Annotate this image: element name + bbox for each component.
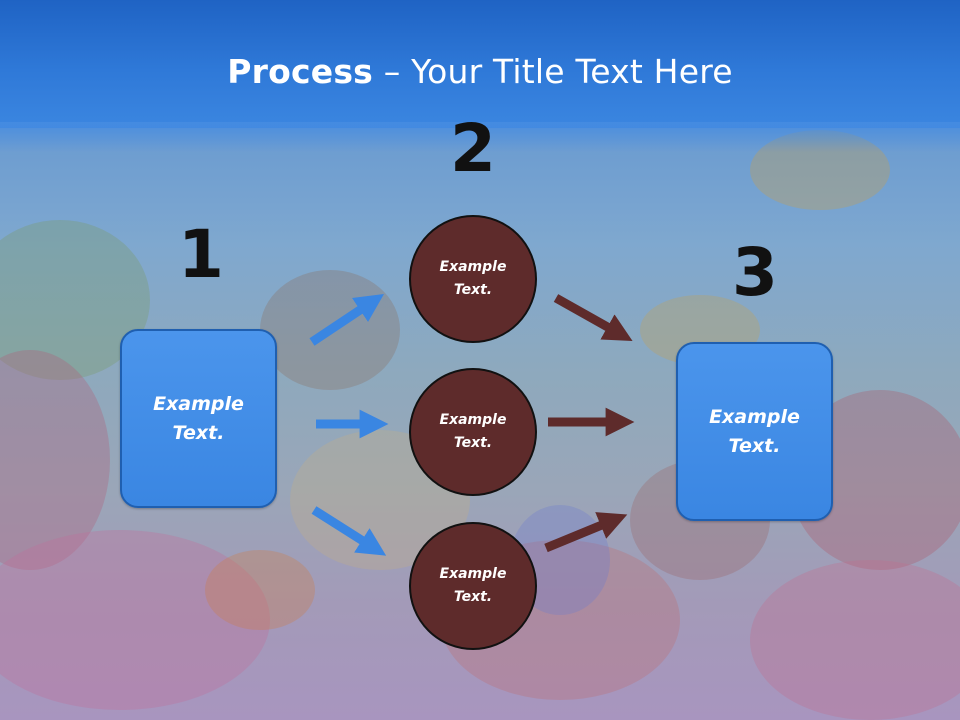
title-bar-fade <box>0 122 960 152</box>
circle-bottom-text-line2: Text. <box>453 589 493 605</box>
title-bar <box>0 0 960 128</box>
slide-title: Process – Your Title Text Here <box>0 52 960 91</box>
circle-top-text: Example Text. <box>440 256 507 302</box>
step-3-text-line1: Example <box>709 405 800 428</box>
step-2-circle-top[interactable]: Example Text. <box>409 215 537 343</box>
slide-title-bold: Process <box>227 52 374 91</box>
circle-bottom-text-line1: Example <box>439 566 507 582</box>
circle-bottom-text: Example Text. <box>440 563 507 609</box>
step-1-text-line2: Text. <box>172 421 225 444</box>
step-2-circle-bottom[interactable]: Example Text. <box>409 522 537 650</box>
circle-top-text-line1: Example <box>439 259 507 275</box>
step-1-box[interactable]: Example Text. <box>120 329 277 508</box>
arrow-circle-top-to-3 <box>553 294 633 342</box>
circle-middle-text: Example Text. <box>440 409 507 455</box>
step-number-3: 3 <box>732 234 778 311</box>
step-number-1: 1 <box>178 216 224 293</box>
circle-middle-text-line2: Text. <box>453 435 493 451</box>
arrow-1-to-circle-bottom <box>311 506 387 556</box>
step-number-2: 2 <box>450 110 496 187</box>
step-1-text: Example Text. <box>153 390 244 448</box>
step-1-text-line1: Example <box>153 392 244 415</box>
step-3-text-line2: Text. <box>728 434 781 457</box>
step-2-circle-middle[interactable]: Example Text. <box>409 368 537 496</box>
arrow-1-to-circle-top <box>309 294 384 346</box>
arrow-circle-bottom-to-3 <box>544 512 628 553</box>
step-3-text: Example Text. <box>709 403 800 461</box>
step-3-box[interactable]: Example Text. <box>676 342 833 521</box>
circle-middle-text-line1: Example <box>439 412 507 428</box>
slide-title-rest: – Your Title Text Here <box>373 52 733 91</box>
circle-top-text-line2: Text. <box>453 282 493 298</box>
